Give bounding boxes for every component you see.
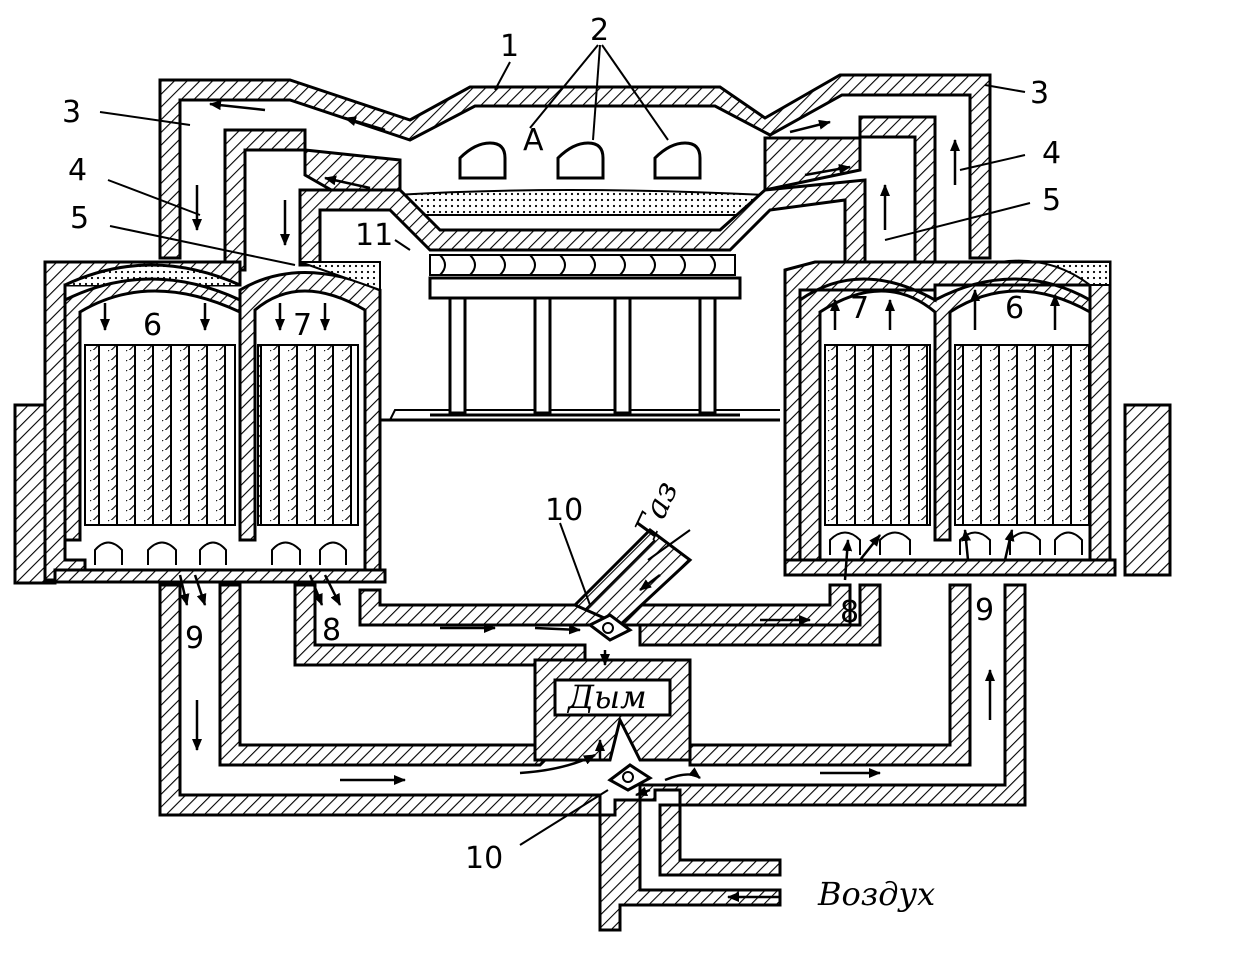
label-1: 1 (500, 29, 519, 64)
furnace-chamber (158, 73, 992, 417)
smoke-box (553, 678, 672, 717)
burner-port-2 (556, 141, 605, 180)
label-11: 11 (355, 218, 393, 253)
label-7-left: 7 (293, 308, 312, 343)
label-5-right: 5 (1042, 183, 1061, 218)
diagram-labels: 1 2 3 3 4 4 5 5 6 6 7 7 8 8 9 9 10 10 11… (62, 13, 1061, 913)
gas-label: Газ (626, 475, 685, 544)
leader-lines (99, 44, 1031, 846)
left-regenerators (43, 260, 387, 584)
label-chamber-a: A (523, 123, 544, 158)
label-4-right: 4 (1042, 136, 1061, 171)
label-8-left: 8 (322, 613, 341, 648)
label-2: 2 (590, 13, 609, 48)
label-8-right: 8 (840, 595, 859, 630)
air-label: Воздух (817, 875, 935, 913)
flue-channels (158, 528, 1027, 932)
label-9-right: 9 (975, 593, 994, 628)
label-6-right: 6 (1005, 291, 1024, 326)
label-3-right: 3 (1030, 76, 1049, 111)
burner-port-3 (653, 141, 702, 180)
label-5-left: 5 (70, 201, 89, 236)
label-3-left: 3 (62, 95, 81, 130)
burner-port-1 (458, 141, 507, 180)
right-regenerators (783, 259, 1117, 577)
label-10-top: 10 (545, 493, 583, 528)
label-6-left: 6 (143, 308, 162, 343)
flow-arrows (100, 100, 1060, 902)
label-4-left: 4 (68, 153, 87, 188)
label-7-right: 7 (850, 291, 869, 326)
smoke-label: Дым (566, 678, 647, 716)
label-10-bottom: 10 (465, 841, 503, 876)
label-9-left: 9 (185, 621, 204, 656)
molten-bath (393, 189, 767, 216)
